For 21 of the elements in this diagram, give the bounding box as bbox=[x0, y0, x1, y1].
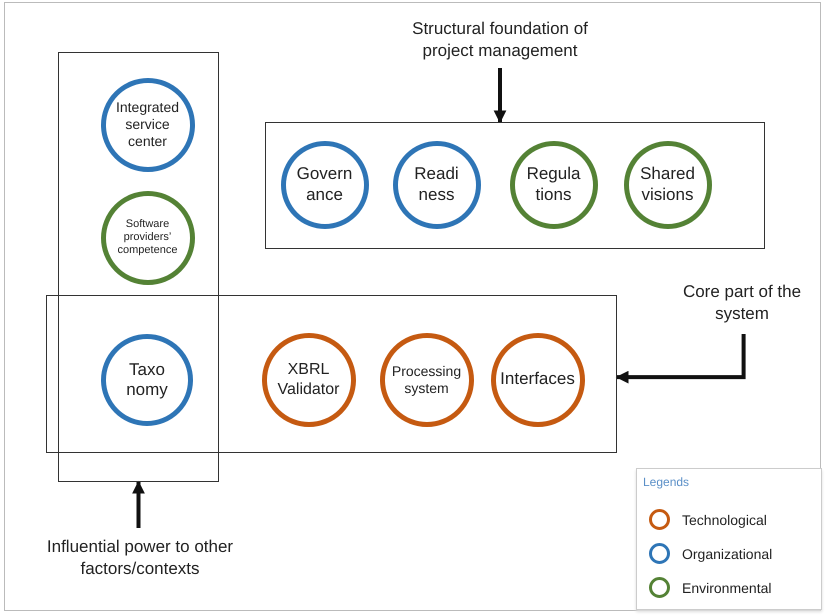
factor-circle: Processing system bbox=[380, 332, 474, 426]
factor-circle: Integrated service center bbox=[100, 78, 194, 172]
factor-circle: Govern ance bbox=[280, 140, 368, 228]
factor-circle: XBRL Validator bbox=[262, 332, 356, 426]
factor-circle: Interfaces bbox=[490, 332, 584, 426]
arrow bbox=[132, 480, 145, 528]
annotation-text: Core part of the system bbox=[662, 272, 822, 334]
factor-circle: Readi ness bbox=[392, 140, 480, 228]
legend-label: Organizational bbox=[682, 546, 772, 562]
factor-circle: Taxo nomy bbox=[101, 334, 193, 426]
annotation-text: Structural foundation of project management bbox=[385, 12, 615, 68]
factor-circle: Software providers’ competence bbox=[100, 190, 194, 284]
arrow bbox=[494, 68, 506, 124]
factor-circle: Regula tions bbox=[510, 140, 598, 228]
legend-label: Technological bbox=[682, 512, 767, 528]
annotation-text: Influential power to other factors/contexts bbox=[10, 528, 270, 588]
legend-label: Environmental bbox=[682, 580, 772, 596]
factor-circle: Shared visions bbox=[624, 140, 712, 228]
arrow bbox=[616, 334, 746, 384]
legend-title: Legends bbox=[643, 475, 690, 489]
group-frame bbox=[265, 122, 765, 249]
